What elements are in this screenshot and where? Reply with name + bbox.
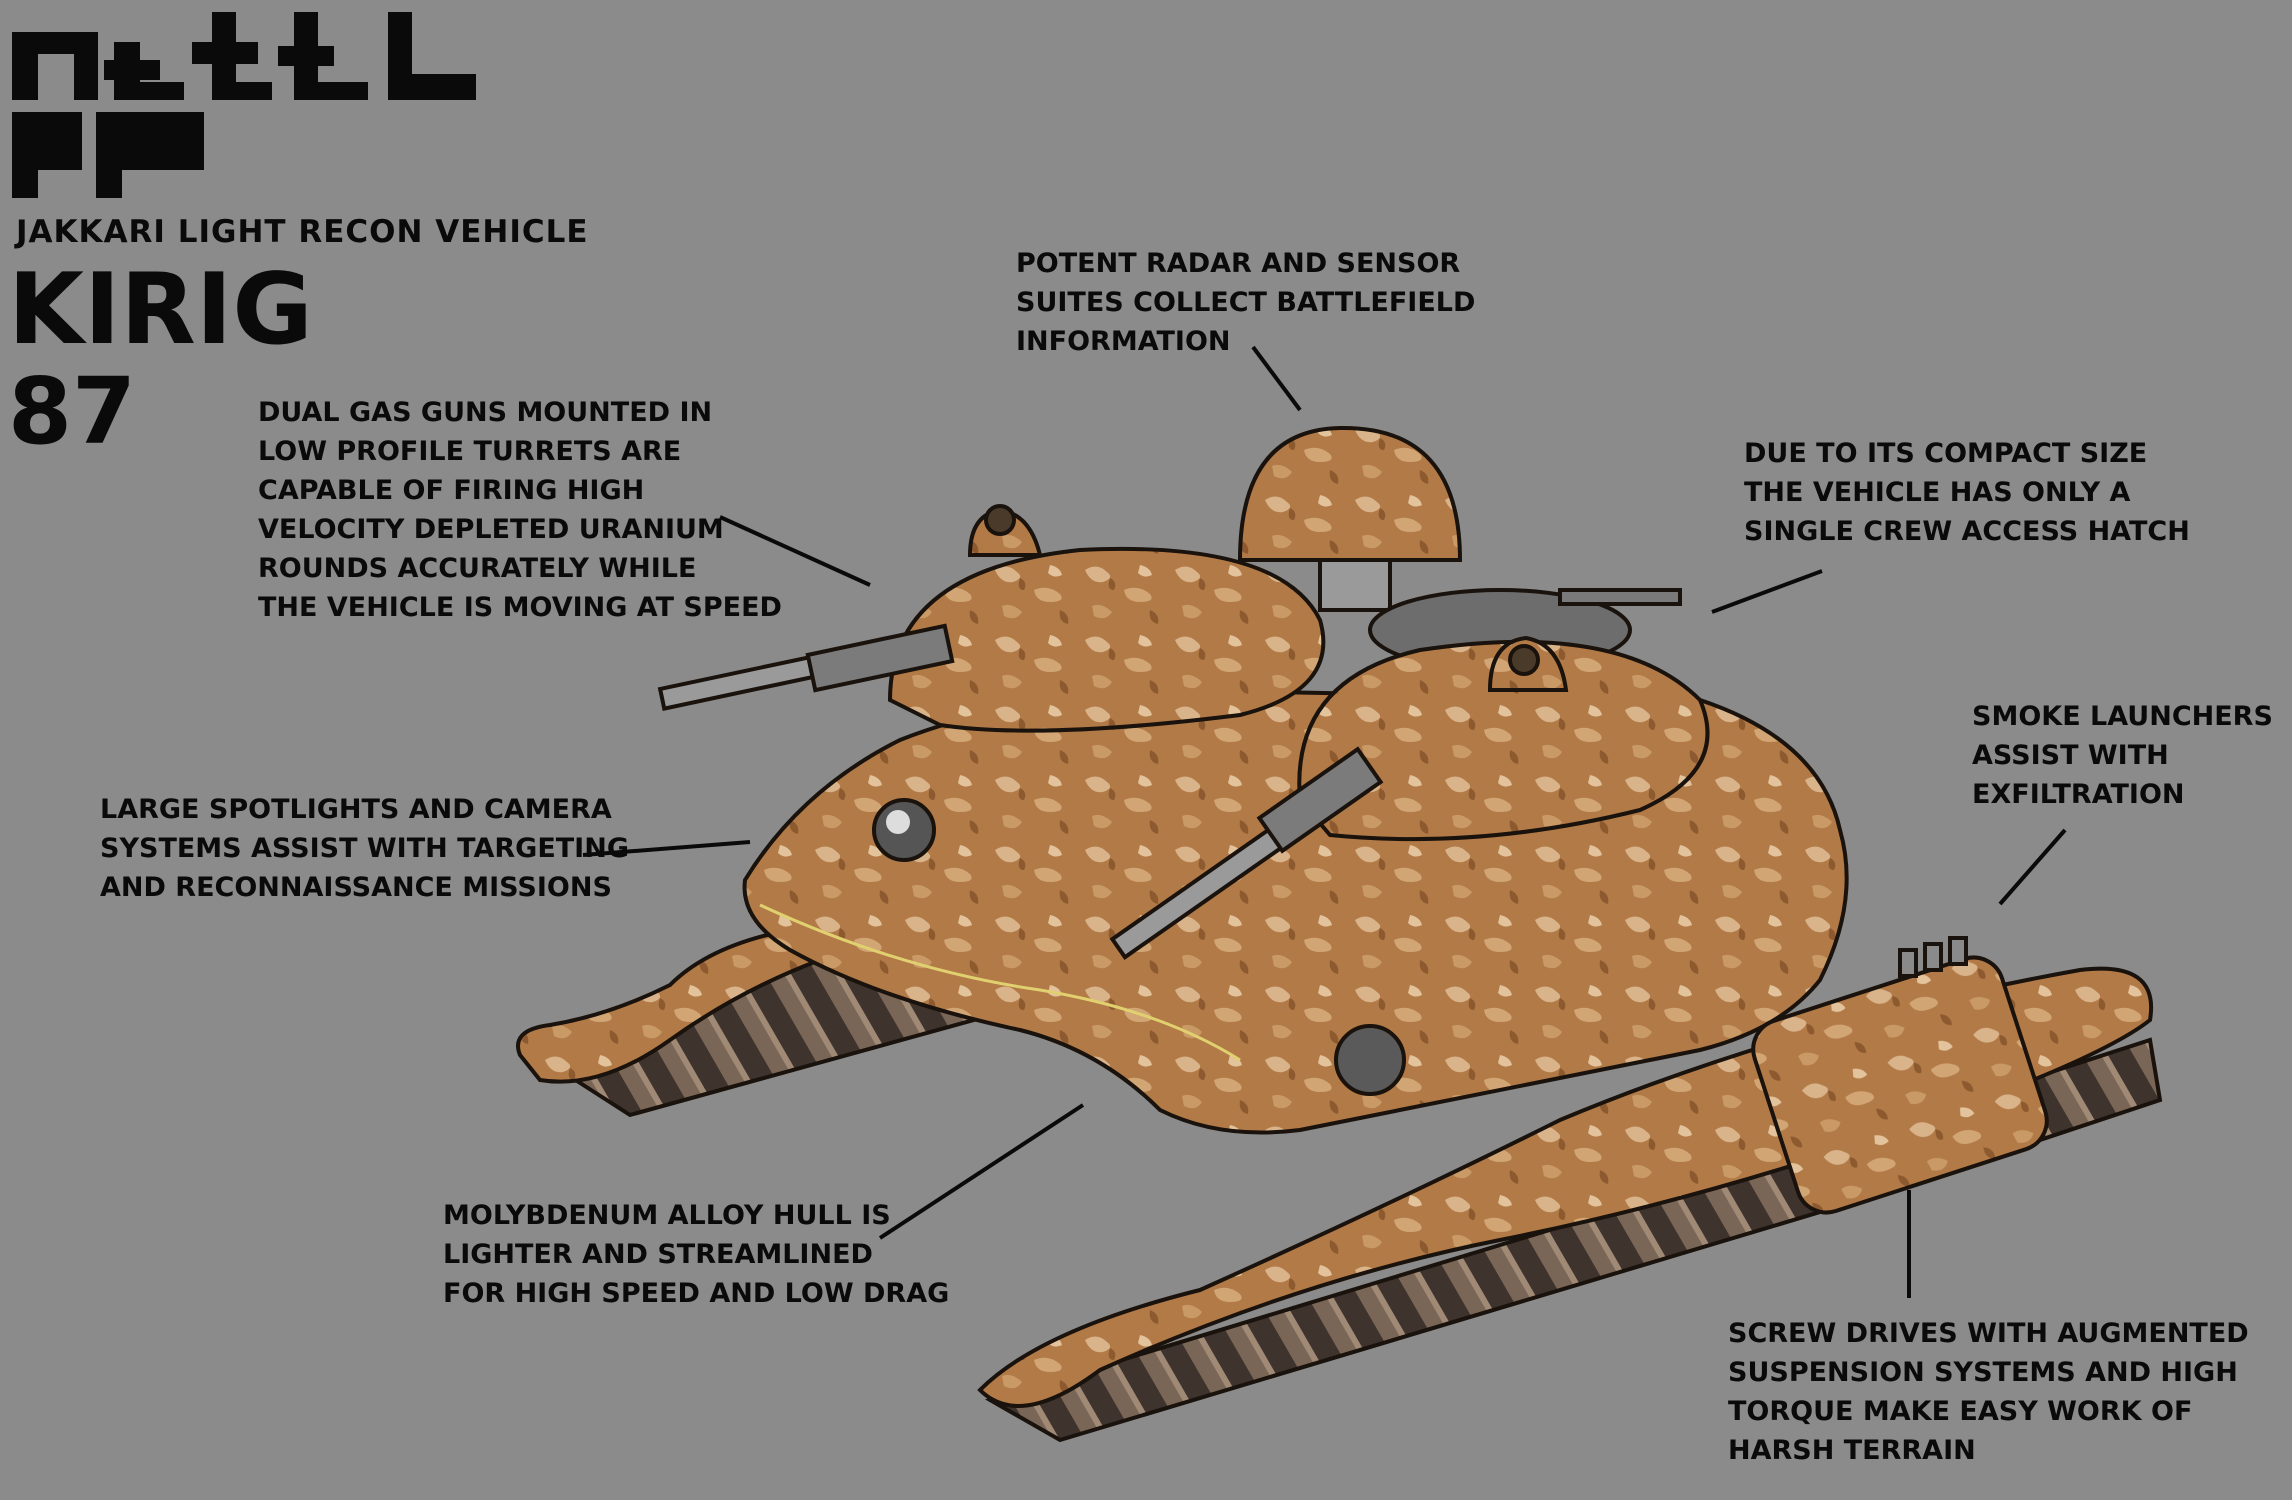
leader-hatch (1711, 569, 1823, 614)
leader-lines (582, 345, 2067, 1298)
right-screw-drive (977, 936, 2163, 1443)
leader-hull (878, 1103, 1085, 1240)
leader-smoke (1998, 828, 2067, 906)
leader-spotlights (582, 840, 751, 857)
rear-turret (657, 504, 1326, 733)
smoke-launcher (1898, 948, 1918, 978)
leader-guns (719, 515, 871, 587)
vehicle-model-number: 87 (8, 358, 137, 465)
radar-dome (1237, 425, 1463, 612)
vehicle-class-label: JAKKARI LIGHT RECON VEHICLE (16, 214, 589, 250)
faction-logo (12, 12, 476, 198)
front-turret (1109, 635, 1710, 960)
leader-radar (1251, 345, 1302, 412)
vehicle-name: KIRIG (8, 253, 313, 367)
